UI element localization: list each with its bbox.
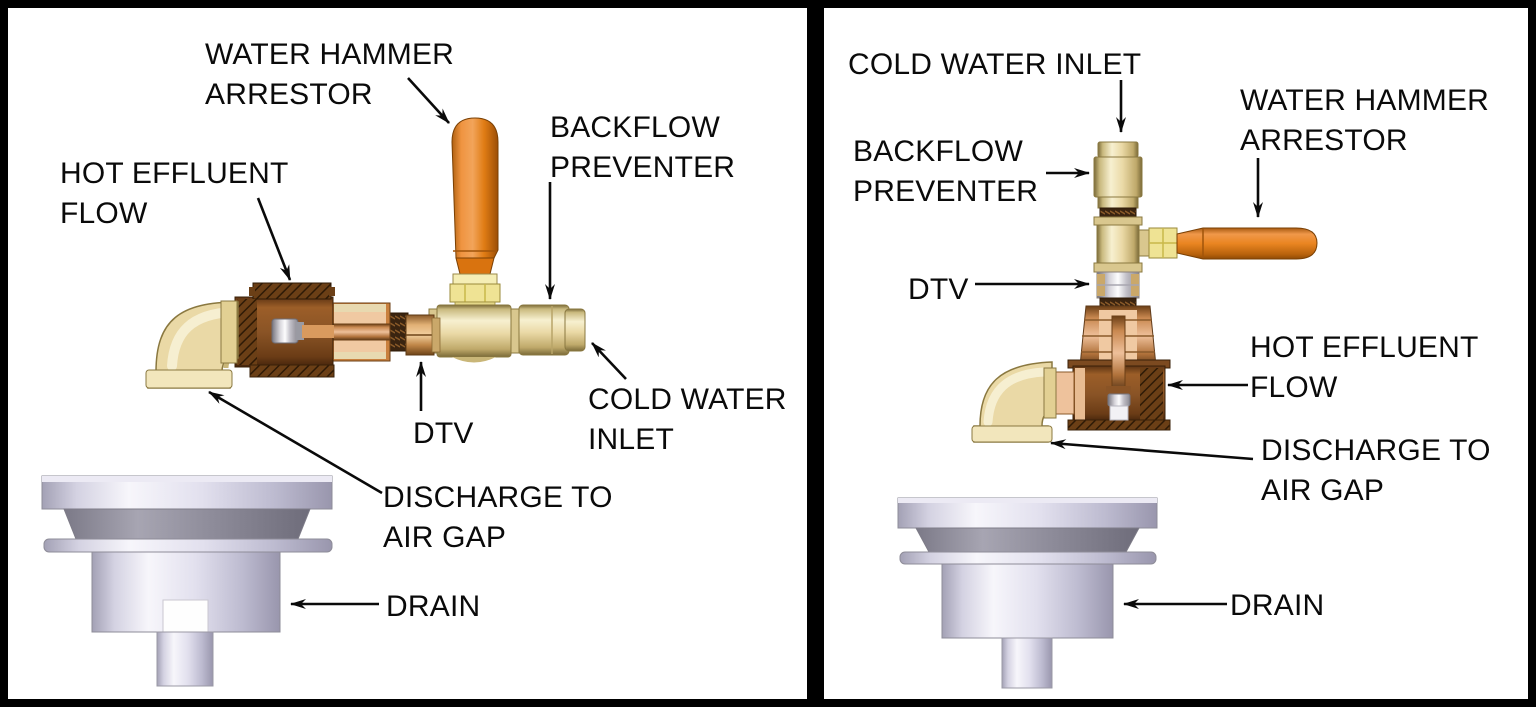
label-discharge-to-air-gap: DISCHARGE TO AIR GAP (1261, 434, 1491, 507)
leader-discharge-to-air-gap (1050, 439, 1254, 461)
left-panel: WATER HAMMER ARRESTOR BACKFLOW PREVENTER… (8, 8, 807, 699)
top-notch (448, 0, 498, 9)
backflow-preventer-graphic (518, 304, 586, 356)
right-diagram (897, 80, 1318, 689)
tee-fitting-graphic (428, 304, 520, 363)
right-panel: COLD WATER INLET BACKFLOW PREVENTER WATE… (824, 8, 1528, 699)
left-diagram (41, 77, 627, 687)
tee-fitting-graphic (1093, 216, 1178, 273)
leader-discharge-to-air-gap (208, 390, 383, 495)
dtv-valve-body-graphic (1067, 305, 1171, 431)
water-hammer-arrestor-graphic (1176, 227, 1318, 260)
label-hot-effluent-flow: HOT EFFLUENT FLOW (1250, 331, 1479, 404)
leader-hot-effluent-flow (256, 197, 292, 281)
leader-water-hammer-arrestor (407, 77, 450, 124)
dtv-union-graphic (1096, 271, 1140, 307)
dtv-valve-body-graphic (234, 282, 335, 378)
floor-drain-graphic (897, 497, 1158, 689)
label-cold-water-inlet: COLD WATER INLET (588, 383, 787, 456)
label-water-hammer-arrestor: WATER HAMMER ARRESTOR (205, 38, 455, 111)
water-hammer-arrestor-graphic (449, 117, 501, 309)
label-water-hammer-arrestor: WATER HAMMER ARRESTOR (1240, 84, 1490, 157)
label-backflow-preventer: BACKFLOW PREVENTER (550, 111, 736, 184)
floor-drain-graphic (41, 475, 333, 687)
dtv-union-graphic (387, 312, 441, 356)
label-drain: DRAIN (386, 590, 481, 623)
label-cold-water-inlet: COLD WATER INLET (848, 48, 1142, 81)
label-discharge-to-air-gap: DISCHARGE TO AIR GAP (383, 481, 613, 554)
label-drain: DRAIN (1230, 589, 1325, 622)
label-hot-effluent-flow: HOT EFFLUENT FLOW (60, 157, 289, 230)
hot-effluent-elbow-graphic (971, 361, 1075, 443)
label-backflow-preventer: BACKFLOW PREVENTER (853, 135, 1039, 208)
hot-effluent-elbow-graphic (145, 300, 239, 389)
leader-cold-water-inlet (591, 342, 627, 380)
label-dtv: DTV (413, 417, 474, 450)
backflow-preventer-graphic (1093, 141, 1143, 218)
label-dtv: DTV (908, 273, 969, 306)
